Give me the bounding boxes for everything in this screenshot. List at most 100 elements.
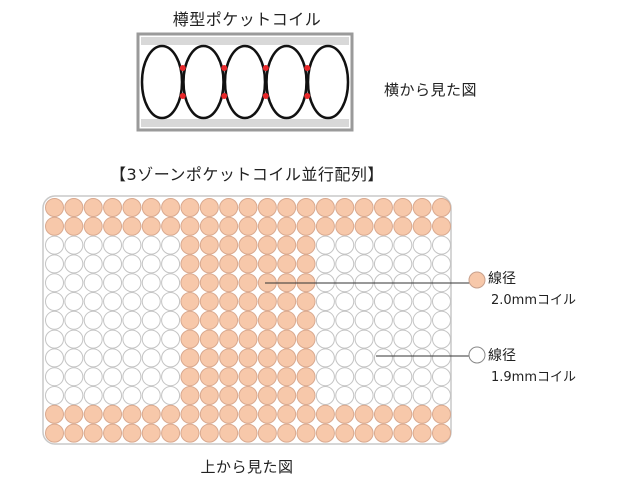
coil-thick bbox=[219, 404, 239, 424]
coil-thin bbox=[64, 329, 84, 349]
coil-thick bbox=[219, 216, 239, 236]
coil-thin bbox=[103, 273, 123, 293]
coil-thin bbox=[122, 329, 142, 349]
coil-thick bbox=[277, 254, 297, 274]
coil-thin bbox=[103, 367, 123, 387]
coil-thin bbox=[373, 386, 393, 405]
coil-thick bbox=[219, 348, 239, 368]
coil-thin bbox=[122, 292, 142, 311]
coil-thin bbox=[412, 329, 432, 349]
coil-thin bbox=[161, 310, 181, 330]
coil-thin bbox=[393, 235, 413, 255]
coil-thick bbox=[219, 310, 239, 330]
coil-thick bbox=[180, 254, 200, 274]
coil-thick bbox=[296, 329, 316, 349]
coil-thin bbox=[45, 348, 64, 368]
coil-thick bbox=[257, 310, 277, 330]
coil-thin bbox=[315, 254, 335, 274]
coil-thick bbox=[199, 254, 219, 274]
coil-thick bbox=[122, 198, 142, 217]
legend-thin-sub: 1.9mmコイル bbox=[491, 370, 577, 385]
coil-joint-mark bbox=[221, 93, 228, 99]
coil-thick bbox=[296, 367, 316, 387]
coil-thick bbox=[199, 235, 219, 255]
coil-thin bbox=[354, 292, 374, 311]
legend-thick-swatch bbox=[468, 271, 486, 289]
coil-thin bbox=[393, 310, 413, 330]
coil-thick bbox=[354, 216, 374, 236]
coil-thick bbox=[257, 254, 277, 274]
coil-thin bbox=[315, 329, 335, 349]
legend-thin-title: 線径 bbox=[488, 348, 516, 364]
barrel-coils bbox=[140, 44, 350, 120]
coil-thick bbox=[257, 198, 277, 217]
coil-thin bbox=[412, 235, 432, 255]
coil-thick bbox=[238, 367, 258, 387]
coil-thin bbox=[83, 310, 103, 330]
coil-thick bbox=[296, 216, 316, 236]
coil-thick bbox=[219, 292, 239, 311]
coil-thick bbox=[238, 310, 258, 330]
coil-thick bbox=[199, 404, 219, 424]
coil-thick bbox=[277, 348, 297, 368]
coil-thick bbox=[412, 423, 432, 443]
coil-thick bbox=[315, 198, 335, 217]
coil-thin bbox=[83, 235, 103, 255]
coil-thick bbox=[45, 423, 64, 443]
coil-thin bbox=[412, 348, 432, 368]
coil-thick bbox=[199, 216, 219, 236]
coil-thin bbox=[122, 367, 142, 387]
coil-thin bbox=[122, 254, 142, 274]
coil-thin bbox=[122, 386, 142, 405]
coil-thick bbox=[412, 404, 432, 424]
coil-thin bbox=[122, 235, 142, 255]
coil-thin bbox=[432, 292, 451, 311]
coil-thin bbox=[432, 235, 451, 255]
coil-thin bbox=[103, 386, 123, 405]
coil-thin bbox=[45, 310, 64, 330]
coil-thick bbox=[219, 423, 239, 443]
coil-thin bbox=[161, 292, 181, 311]
coil-thin bbox=[393, 386, 413, 405]
arrangement-heading: 【3ゾーンポケットコイル並行配列】 bbox=[110, 165, 384, 184]
legend-thick-title: 線径 bbox=[488, 271, 516, 287]
coil-thin bbox=[161, 329, 181, 349]
coil-thick bbox=[277, 198, 297, 217]
coil-thin bbox=[103, 348, 123, 368]
coil-thick bbox=[199, 348, 219, 368]
barrel-coil-title: 樽型ポケットコイル bbox=[172, 10, 322, 29]
coil-thin bbox=[83, 292, 103, 311]
coil-thin bbox=[412, 386, 432, 405]
coil-thin bbox=[393, 348, 413, 368]
coil-thin bbox=[64, 310, 84, 330]
coil-thick bbox=[141, 216, 161, 236]
legend-thin-swatch bbox=[468, 346, 486, 364]
coil-thick bbox=[277, 310, 297, 330]
coil-thick bbox=[315, 216, 335, 236]
coil-thick bbox=[393, 404, 413, 424]
coil-thin bbox=[315, 235, 335, 255]
coil-thin bbox=[83, 386, 103, 405]
coil-thick bbox=[296, 404, 316, 424]
coil-thick bbox=[180, 216, 200, 236]
coil-thin bbox=[373, 310, 393, 330]
coil-thick bbox=[393, 423, 413, 443]
coil-thin bbox=[432, 310, 451, 330]
coil-thick bbox=[64, 404, 84, 424]
coil-thick bbox=[257, 235, 277, 255]
coil-joint-mark bbox=[304, 65, 311, 71]
coil-thick bbox=[180, 367, 200, 387]
coil-thin bbox=[45, 273, 64, 293]
coil-thick bbox=[103, 404, 123, 424]
coil-thick bbox=[238, 404, 258, 424]
coil-thin bbox=[373, 348, 393, 368]
side-view-top-band bbox=[141, 37, 349, 45]
coil-thick bbox=[373, 198, 393, 217]
coil-thick bbox=[296, 348, 316, 368]
coil-thick bbox=[122, 423, 142, 443]
coil-thin bbox=[315, 292, 335, 311]
coil-thick bbox=[373, 216, 393, 236]
coil-thin bbox=[335, 254, 355, 274]
coil-thick bbox=[257, 367, 277, 387]
